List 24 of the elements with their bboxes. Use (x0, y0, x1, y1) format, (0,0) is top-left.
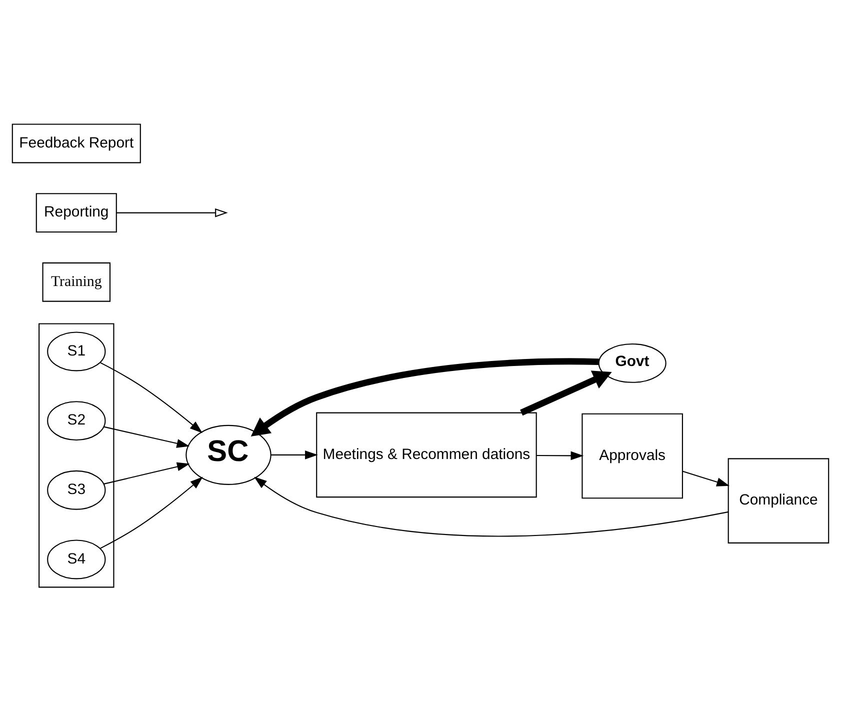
arrow (104, 426, 190, 448)
node-ellipse: S1 (47, 331, 106, 371)
arrow (100, 476, 203, 548)
arrow (536, 450, 584, 460)
arrow (250, 358, 599, 436)
arrow (254, 476, 728, 536)
arrow (520, 370, 612, 416)
node-ellipse: S4 (47, 539, 106, 579)
node-ellipse: SC (186, 424, 272, 484)
node-box: Compliance (728, 458, 830, 543)
arrow (116, 208, 228, 217)
arrow (271, 450, 318, 459)
arrow (682, 470, 730, 486)
node-box: Approvals (582, 412, 683, 498)
node-box: Reporting (36, 192, 117, 232)
node-ellipse: S2 (47, 400, 106, 440)
cluster (38, 322, 114, 588)
arrow (104, 462, 190, 484)
node-ellipse: S3 (47, 470, 106, 510)
node-ellipse: Govt (598, 342, 666, 382)
node-box: Meetings & Recommen dations (316, 412, 537, 498)
arrow (100, 362, 203, 433)
node-box: Feedback Report (12, 123, 141, 163)
node-box: Training (42, 262, 111, 302)
